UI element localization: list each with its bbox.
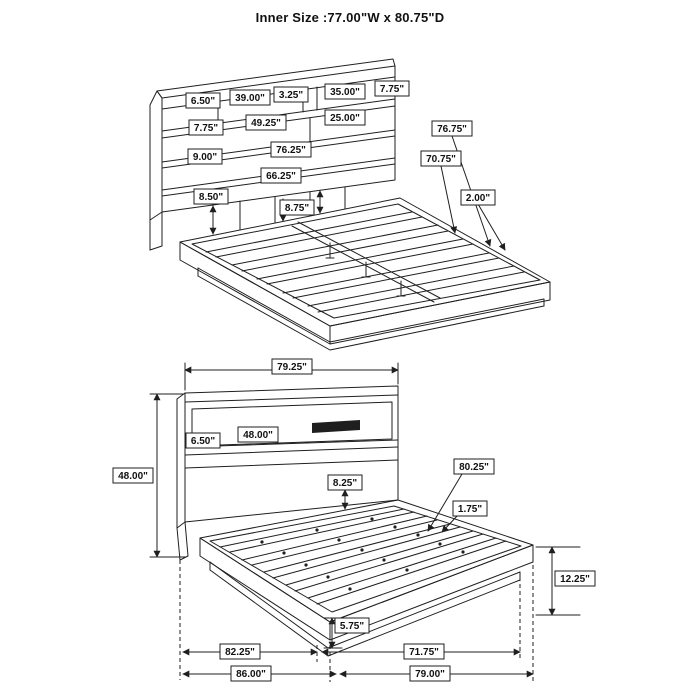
svg-text:80.25": 80.25" [459, 462, 489, 473]
svg-text:8.75": 8.75" [285, 203, 309, 214]
svg-text:8.50": 8.50" [199, 192, 223, 203]
top-perspective-view: 6.50" 39.00" 3.25" 35.00" 7.75" 7.75" 49… [149, 58, 551, 351]
dim-label-overall-depth: 86.00" [230, 665, 272, 682]
dim-label-frame-depth: 79.00" [409, 665, 451, 682]
dim-label-gap-height: 8.50" [193, 188, 229, 205]
dim-label-rail-length: 76.75" [431, 120, 473, 137]
dim-label-headboard-gap: 8.25" [327, 474, 363, 491]
slat-screws [260, 517, 465, 591]
svg-text:79.00": 79.00" [415, 669, 445, 680]
headboard-front [176, 385, 399, 561]
dim-label-shelf-left-height: 6.50" [185, 92, 221, 109]
svg-text:66.25": 66.25" [266, 171, 296, 182]
svg-text:71.75": 71.75" [409, 647, 439, 658]
dim-label-row3-height: 9.00" [187, 148, 223, 165]
dim-label-row3-width: 76.25" [270, 141, 312, 158]
dim-label-shelf-right-width: 35.00" [324, 83, 366, 100]
dim-label-platform-height: 12.25" [554, 570, 596, 587]
dim-label-divider-width: 3.25" [273, 86, 309, 103]
svg-text:35.00": 35.00" [330, 87, 360, 98]
dim-label-overall-height: 48.00" [112, 467, 154, 484]
svg-text:1.75": 1.75" [458, 504, 482, 515]
svg-text:49.25": 49.25" [251, 118, 281, 129]
dim-label-slat-gap: 8.75" [279, 199, 315, 216]
svg-text:79.25": 79.25" [277, 362, 307, 373]
dim-label-row2-height: 7.75" [188, 119, 224, 136]
svg-text:3.25": 3.25" [279, 90, 303, 101]
dim-label-row2-width: 49.25" [245, 114, 287, 131]
svg-text:76.75": 76.75" [437, 124, 467, 135]
svg-text:7.75": 7.75" [194, 123, 218, 134]
slats-front [219, 508, 507, 605]
dim-label-base-height: 5.75" [334, 617, 370, 634]
inner-size-title: Inner Size :77.00"W x 80.75"D [255, 10, 445, 25]
svg-text:2.00": 2.00" [466, 193, 490, 204]
dim-label-rail-thickness: 2.00" [460, 189, 496, 206]
platform-perspective [179, 197, 551, 351]
svg-text:9.00": 9.00" [193, 152, 217, 163]
dim-label-foot-depth: 71.75" [403, 643, 445, 660]
dim-label-shelf-width: 48.00" [237, 426, 279, 443]
slats-perspective [205, 211, 525, 313]
dim-label-inner-width: 66.25" [260, 167, 302, 184]
svg-text:7.75": 7.75" [380, 84, 404, 95]
svg-text:82.25": 82.25" [225, 647, 255, 658]
svg-text:39.00": 39.00" [235, 93, 265, 104]
dim-label-slat-thickness: 1.75" [452, 500, 488, 517]
center-rail [291, 221, 441, 303]
svg-text:70.75": 70.75" [426, 154, 456, 165]
svg-text:86.00": 86.00" [236, 669, 266, 680]
svg-text:6.50": 6.50" [191, 96, 215, 107]
svg-text:8.25": 8.25" [333, 478, 357, 489]
dim-label-shelf-height: 6.50" [185, 432, 221, 449]
dim-label-shelf-left-width: 39.00" [229, 89, 271, 106]
svg-text:48.00": 48.00" [243, 430, 273, 441]
platform-front [199, 499, 534, 657]
svg-text:6.50": 6.50" [191, 436, 215, 447]
dim-label-deck-depth: 82.25" [219, 643, 261, 660]
svg-text:48.00": 48.00" [118, 471, 148, 482]
svg-text:25.00": 25.00" [330, 113, 360, 124]
dim-label-inner-depth: 80.25" [453, 458, 495, 475]
svg-text:76.25": 76.25" [276, 145, 306, 156]
dim-label-headboard-top-height: 7.75" [374, 80, 410, 97]
dim-label-cubby-width: 25.00" [324, 109, 366, 126]
svg-text:5.75": 5.75" [340, 621, 364, 632]
dim-label-overall-width: 79.25" [271, 358, 313, 375]
svg-text:12.25": 12.25" [560, 574, 590, 585]
dim-label-inner-length: 70.75" [420, 150, 462, 167]
bottom-view: 79.25" 48.00" 6.50" 48.00" 8.25" 80.25" … [112, 358, 596, 682]
